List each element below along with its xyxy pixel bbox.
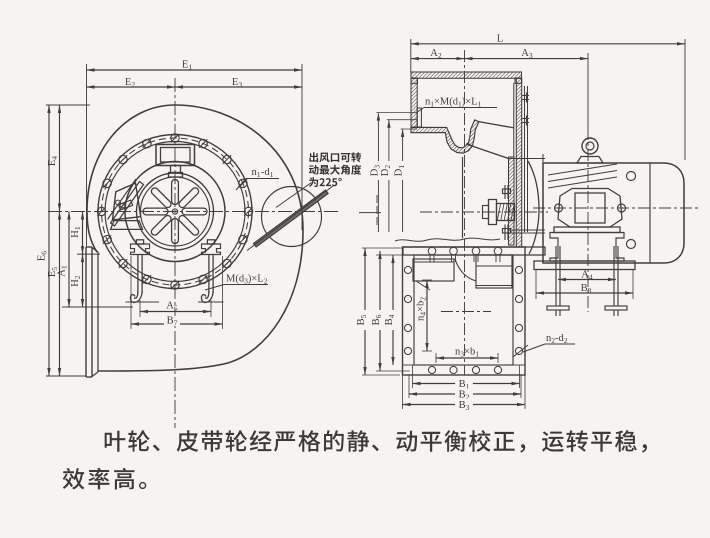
svg-text:A5: A5	[166, 301, 178, 313]
svg-text:B6: B6	[371, 314, 383, 325]
svg-text:E2: E2	[125, 77, 135, 89]
svg-text:A3: A3	[521, 48, 533, 60]
svg-text:E1: E1	[182, 60, 192, 72]
svg-text:H2: H2	[70, 275, 82, 287]
svg-text:-d1: -d1	[261, 167, 274, 179]
svg-text:L: L	[497, 34, 503, 45]
svg-text:B3: B3	[459, 400, 470, 412]
svg-text:B8: B8	[581, 283, 592, 295]
svg-text:A2: A2	[430, 48, 442, 60]
svg-text:E5: E5	[47, 267, 59, 277]
svg-text:E3: E3	[232, 77, 242, 89]
svg-text:D3: D3	[369, 165, 381, 177]
svg-text:n3×b1: n3×b1	[455, 347, 479, 359]
svg-text:n2-d2: n2-d2	[546, 333, 568, 345]
svg-text:n1×M(d1)×L1: n1×M(d1)×L1	[425, 97, 482, 109]
svg-text:B1: B1	[459, 379, 470, 391]
svg-text:A1: A1	[57, 265, 69, 277]
svg-text:B7: B7	[167, 316, 178, 328]
svg-text:M(d3)×L2: M(d3)×L2	[226, 274, 268, 286]
svg-text:H1: H1	[70, 226, 82, 238]
svg-text:n1: n1	[251, 167, 260, 179]
svg-text:E6: E6	[37, 251, 49, 261]
svg-text:B5: B5	[356, 314, 368, 325]
svg-text:D1: D1	[394, 165, 406, 177]
svg-text:A4: A4	[581, 270, 593, 282]
svg-text:B2: B2	[459, 390, 470, 402]
svg-text:n4×b2: n4×b2	[416, 297, 428, 321]
svg-text:B4: B4	[384, 314, 396, 325]
svg-text:E4: E4	[47, 156, 59, 166]
svg-text:D2: D2	[380, 165, 392, 177]
